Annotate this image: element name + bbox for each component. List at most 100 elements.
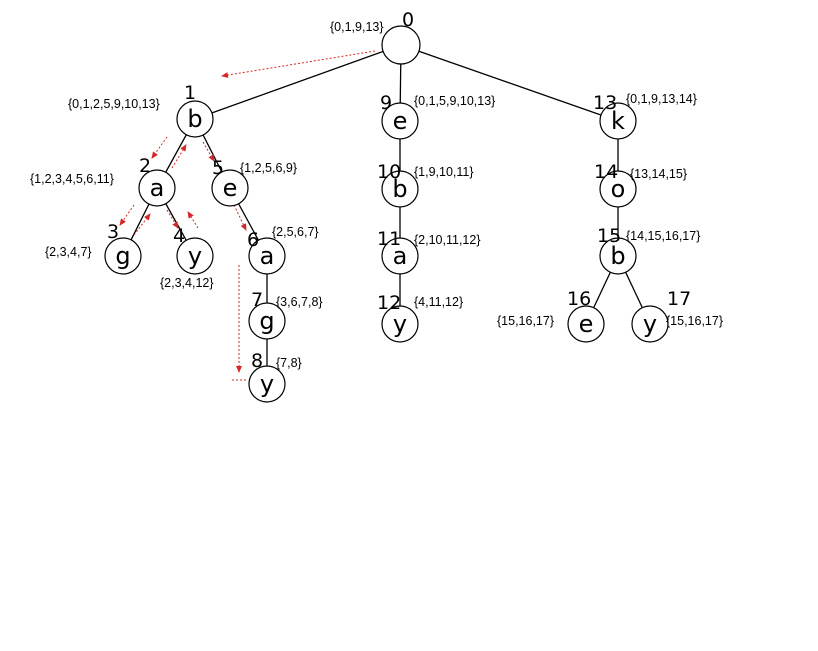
node-set-label: {15,16,17}: [666, 314, 723, 328]
node-letter: b: [610, 242, 625, 270]
node-circle: [138, 169, 176, 207]
node-index-label: 5: [212, 157, 224, 179]
node-index-label: 13: [593, 92, 617, 114]
node-set-label: {1,2,5,6,9}: [240, 161, 297, 175]
node-letter: e: [579, 310, 594, 338]
node-index-label: 1: [184, 82, 196, 104]
node-set-label: {13,14,15}: [630, 167, 687, 181]
node-circle: [381, 237, 419, 275]
node-set-label: {14,15,16,17}: [626, 229, 700, 243]
node-index-label: 17: [667, 288, 691, 310]
node-17: y 17 {15,16,17}: [631, 288, 723, 343]
node-0: 0 {0,1,9,13}: [330, 9, 421, 65]
node-14: o14 {13,14,15}: [594, 161, 687, 208]
node-circle: [381, 305, 419, 343]
node-index-label: 14: [594, 161, 618, 183]
node-set-label: {3,6,7,8}: [276, 295, 323, 309]
node-circle: [599, 170, 637, 208]
node-circle: [176, 100, 214, 138]
traversal-arrows: [119, 50, 376, 381]
node-index-label: 11: [377, 228, 401, 250]
node-set-label: {4,11,12}: [414, 295, 463, 309]
node-11: a11 {2,10,11,12}: [377, 228, 481, 275]
node-circle: [631, 305, 669, 343]
node-3: g3 {2,3,4,7}: [45, 221, 142, 275]
node-set-label: {0,1,9,13}: [330, 20, 384, 34]
node-letter: o: [611, 175, 626, 203]
node-circle: [599, 237, 637, 275]
node-circle: [211, 169, 249, 207]
node-set-label: {7,8}: [276, 356, 302, 370]
node-circle: [567, 305, 605, 343]
node-letter: a: [260, 242, 275, 270]
trace-arrow: [119, 204, 135, 226]
node-letter: e: [223, 174, 238, 202]
node-index-label: 6: [247, 229, 259, 251]
node-4: y4 {2,3,4,12}: [160, 225, 214, 290]
edge-0-1: [194, 44, 402, 120]
node-10: b10 {1,9,10,11}: [377, 161, 474, 208]
node-7: g7 {3,6,7,8}: [248, 289, 323, 340]
node-index-label: 9: [380, 92, 392, 114]
node-index-label: 3: [107, 221, 119, 243]
node-circle: [599, 102, 637, 140]
node-set-label: {15,16,17}: [497, 314, 554, 328]
node-letter: b: [187, 105, 202, 133]
node-1: b1 {0,1,2,5,9,10,13}: [68, 82, 214, 138]
trace-arrow: [171, 144, 187, 169]
node-set-label: {2,3,4,12}: [160, 276, 214, 290]
trace-arrow: [221, 50, 376, 78]
nodes-layer: 0{0,1,9,13}b1{0,1,2,5,9,10,13}a2{1,2,3,4…: [30, 9, 723, 403]
node-9: e9{0,1,5,9,10,13}: [380, 92, 495, 140]
node-2: a2 {1,2,3,4,5,6,11}: [30, 155, 176, 207]
node-15: b15{14,15,16,17}: [597, 225, 700, 275]
node-letter: k: [611, 107, 625, 135]
node-circle: [248, 237, 286, 275]
node-index-label: 16: [567, 288, 591, 310]
node-set-label: {1,2,3,4,5,6,11}: [30, 172, 114, 186]
node-index-label: 12: [377, 292, 401, 314]
node-set-label: {2,3,4,7}: [45, 245, 92, 259]
trace-arrow: [151, 136, 168, 159]
node-letter: g: [259, 307, 274, 335]
node-12: y12 {4,11,12}: [377, 292, 463, 343]
node-index-label: 10: [377, 161, 401, 183]
node-letter: a: [150, 174, 165, 202]
node-circle: [381, 170, 419, 208]
trace-arrow: [133, 213, 151, 236]
node-letter: y: [643, 310, 657, 338]
node-index-label: 8: [251, 350, 263, 372]
node-index-label: 0: [402, 9, 414, 31]
node-letter: y: [393, 310, 407, 338]
node-circle: [381, 102, 419, 140]
node-set-label: {2,10,11,12}: [414, 233, 481, 247]
trace-arrow: [187, 211, 199, 229]
node-set-label: {1,9,10,11}: [414, 165, 474, 179]
node-index-label: 4: [173, 225, 185, 247]
node-index-label: 7: [251, 289, 263, 311]
node-set-label: {2,5,6,7}: [272, 225, 319, 239]
node-set-label: {0,1,5,9,10,13}: [414, 94, 495, 108]
node-circle: [248, 302, 286, 340]
node-circle: [248, 365, 286, 403]
node-set-label: {0,1,9,13,14}: [626, 92, 697, 106]
node-letter: g: [115, 242, 130, 270]
node-circle: [176, 237, 214, 275]
node-index-label: 2: [139, 155, 151, 177]
node-letter: y: [260, 370, 274, 398]
node-13: k13 {0,1,9,13,14}: [593, 92, 697, 140]
node-5: e5 {1,2,5,6,9}: [211, 157, 297, 207]
node-letter: y: [188, 242, 202, 270]
node-circle: [381, 25, 421, 65]
node-16: e16 {15,16,17}: [497, 288, 605, 343]
node-letter: b: [392, 175, 407, 203]
node-set-label: {0,1,2,5,9,10,13}: [68, 97, 160, 111]
node-8: y8 {7,8}: [248, 350, 302, 403]
edge-0-13: [400, 44, 619, 122]
node-circle: [104, 237, 142, 275]
trace-arrow: [166, 209, 179, 229]
node-letter: a: [393, 242, 408, 270]
trace-arrow: [233, 204, 247, 231]
node-6: a6 {2,5,6,7}: [247, 225, 319, 275]
